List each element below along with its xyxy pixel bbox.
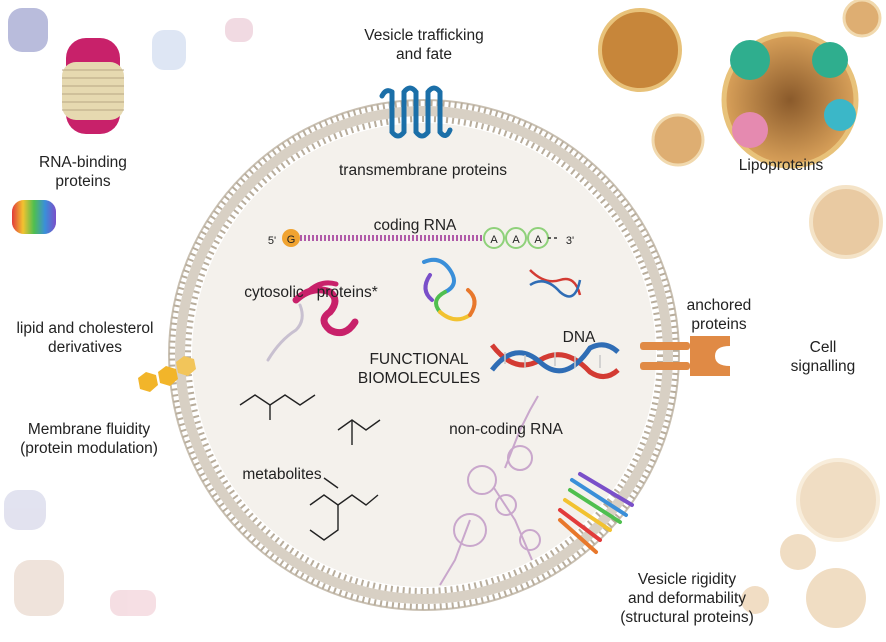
- cytosolic-proteins-label: cytosolic proteins*: [244, 284, 378, 301]
- lipoproteins-label: Lipoproteins: [738, 157, 824, 174]
- faded-lipoproteins: [741, 458, 880, 628]
- dna-helix-icon: [490, 342, 620, 379]
- non-coding-rna-label: non-coding RNA: [449, 421, 563, 438]
- polya-2-label: A: [512, 234, 520, 246]
- anchored-protein-icon: [640, 336, 730, 376]
- metabolites-label: metabolites: [242, 466, 322, 483]
- three-prime-label: 3': [565, 235, 575, 247]
- non-coding-rna-icon: [439, 395, 541, 586]
- folded-protein-icon: [422, 257, 477, 322]
- five-prime-label: 5': [267, 235, 277, 247]
- coding-rna-label: coding RNA: [373, 217, 457, 234]
- structural-protein-icon: [558, 472, 634, 554]
- polya-3-label: A: [534, 234, 542, 246]
- polya-1-label: A: [490, 234, 498, 246]
- cell-signalling-label: Cell signalling: [790, 339, 856, 375]
- vesicle-trafficking-label: Vesicle trafficking and fate: [364, 27, 484, 63]
- cytosolic-protein-icon: [266, 280, 359, 362]
- lipid-hexagons-icon: [138, 356, 196, 392]
- dna-label: DNA: [562, 329, 596, 346]
- membrane-fluidity-label: Membrane fluidity (protein modulation): [20, 421, 158, 457]
- lipid-cholesterol-label: lipid and cholesterol derivatives: [16, 320, 154, 356]
- cap-label: G: [286, 234, 296, 246]
- functional-biomolecules-label: FUNCTIONAL BIOMOLECULES: [357, 351, 481, 387]
- small-dna-icon: [529, 269, 582, 298]
- metabolite-structures-icon: [239, 394, 381, 541]
- rna-binding-label: RNA-binding proteins: [39, 154, 127, 190]
- lipoproteins-icon: [598, 0, 883, 259]
- transmembrane-label: transmembrane proteins: [339, 162, 507, 179]
- rainbow-exosome-icon: [12, 200, 56, 234]
- coding-rna-icon: [282, 227, 560, 249]
- anchored-proteins-label: anchored proteins: [686, 297, 752, 333]
- rna-binding-protein-icon: [62, 38, 124, 134]
- transmembrane-protein-icon: [379, 85, 453, 139]
- vesicle-rigidity-label: Vesicle rigidity and deformability (stru…: [620, 571, 754, 626]
